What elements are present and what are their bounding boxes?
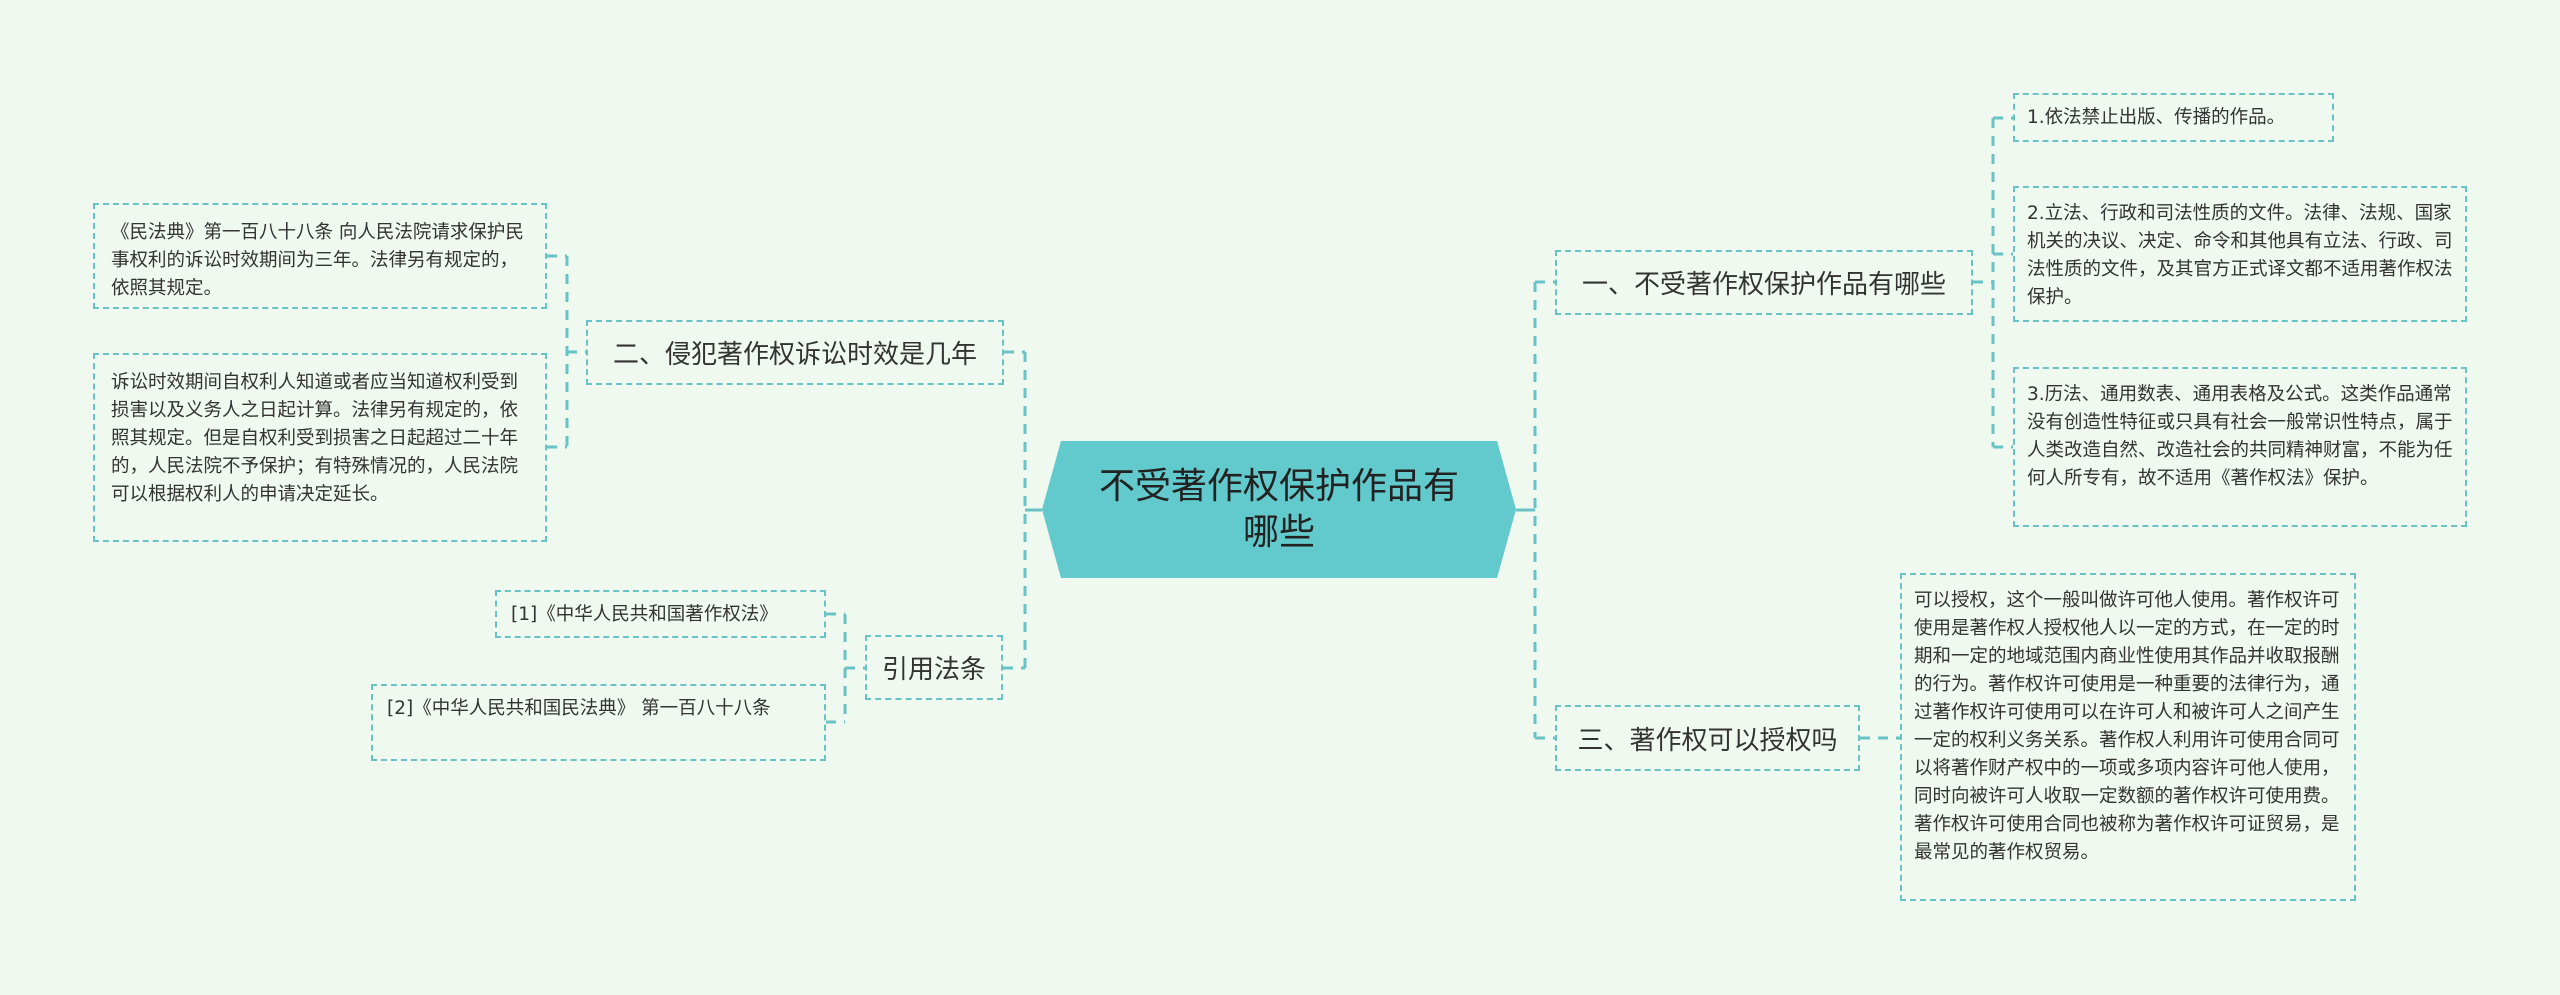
leaf-text: 2.立法、行政和司法性质的文件。法律、法规、国家机关的决议、决定、命令和其他具有…	[2027, 203, 2453, 308]
branch-label: 三、著作权可以授权吗	[1577, 725, 1838, 756]
leaf-text: [1]《中华人民共和国著作权法》	[511, 604, 778, 625]
leaf-official-documents[interactable]: 2.立法、行政和司法性质的文件。法律、法规、国家机关的决议、决定、命令和其他具有…	[2013, 186, 2467, 322]
leaf-reference-1[interactable]: [1]《中华人民共和国著作权法》	[495, 590, 826, 638]
leaf-text: 可以授权，这个一般叫做许可他人使用。著作权许可使用是著作权人授权他人以一定的方式…	[1914, 590, 2340, 863]
branch-label: 一、不受著作权保护作品有哪些	[1581, 270, 1946, 300]
leaf-prohibited-works[interactable]: 1.依法禁止出版、传播的作品。	[2013, 93, 2334, 142]
leaf-reference-2[interactable]: [2]《中华人民共和国民法典》 第一百八十八条	[371, 684, 826, 761]
leaf-text: 诉讼时效期间自权利人知道或者应当知道权利受到损害以及义务人之日起计算。法律另有规…	[111, 372, 519, 505]
branch-unprotected-works[interactable]: 一、不受著作权保护作品有哪些	[1555, 250, 1973, 315]
branch-label: 二、侵犯著作权诉讼时效是几年	[612, 340, 977, 370]
branch-limitation-period[interactable]: 二、侵犯著作权诉讼时效是几年	[586, 320, 1004, 385]
leaf-text: 1.依法禁止出版、传播的作品。	[2027, 107, 2286, 128]
leaf-limitation-start[interactable]: 诉讼时效期间自权利人知道或者应当知道权利受到损害以及义务人之日起计算。法律另有规…	[93, 353, 547, 542]
leaf-calendars-formulas[interactable]: 3.历法、通用数表、通用表格及公式。这类作品通常没有创造性特征或只具有社会一般常…	[2013, 367, 2467, 527]
leaf-text: 3.历法、通用数表、通用表格及公式。这类作品通常没有创造性特征或只具有社会一般常…	[2027, 384, 2453, 489]
leaf-text: [2]《中华人民共和国民法典》 第一百八十八条	[387, 698, 771, 719]
central-topic[interactable]: 不受著作权保护作品有哪些	[1042, 441, 1516, 578]
branch-label: 引用法条	[881, 655, 986, 685]
branch-cited-laws[interactable]: 引用法条	[865, 635, 1003, 700]
leaf-civil-code-article[interactable]: 《民法典》第一百八十八条 向人民法院请求保护民事权利的诉讼时效期间为三年。法律另…	[93, 203, 547, 309]
leaf-licensing-explanation[interactable]: 可以授权，这个一般叫做许可他人使用。著作权许可使用是著作权人授权他人以一定的方式…	[1900, 573, 2356, 901]
central-topic-label: 不受著作权保护作品有哪些	[1098, 465, 1459, 553]
branch-licensing[interactable]: 三、著作权可以授权吗	[1555, 705, 1860, 771]
leaf-text: 《民法典》第一百八十八条 向人民法院请求保护民事权利的诉讼时效期间为三年。法律另…	[111, 222, 524, 299]
